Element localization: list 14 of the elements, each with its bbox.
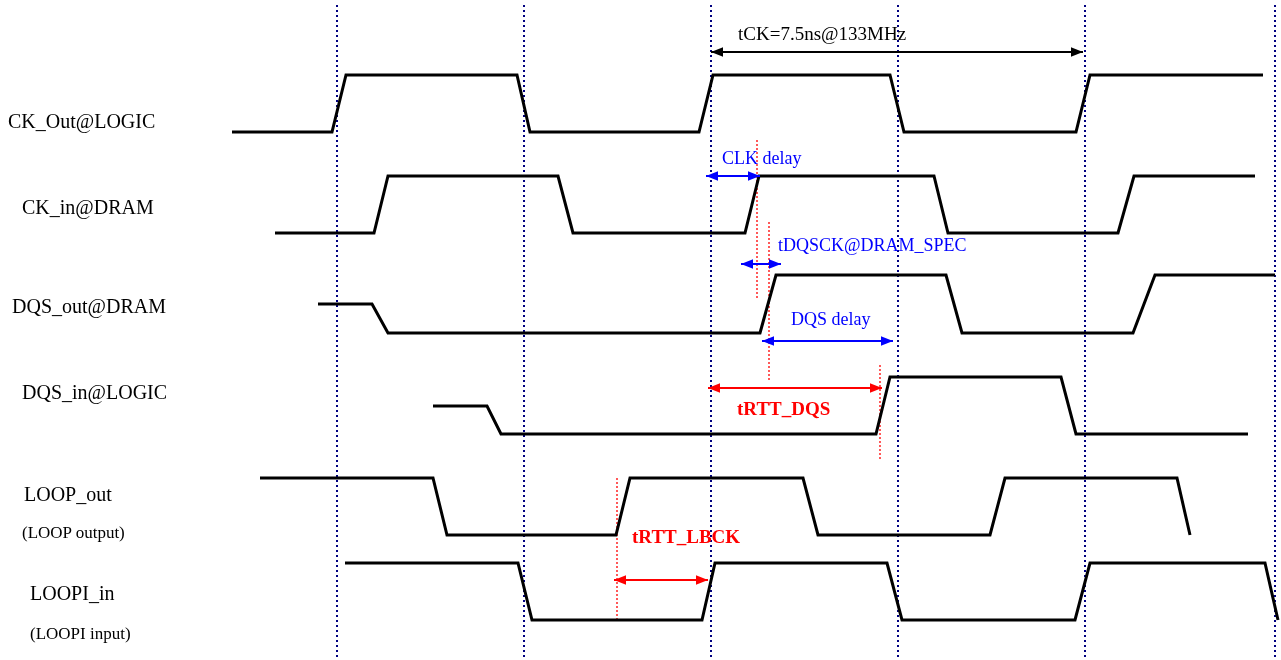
timing-label: tRTT_LBCK [632,526,741,548]
signal-name: LOOPI_in [30,582,115,604]
signal-name: CK_Out@LOGIC [8,110,156,132]
timing-label: tCK=7.5ns@133MHz [738,23,907,45]
timing-label: tRTT_DQS [737,398,831,420]
signal-description: (LOOP output) [22,523,125,543]
signal-name: DQS_in@LOGIC [22,381,168,403]
timing-label: DQS delay [791,310,871,330]
signal-description: (LOOPI input) [30,624,131,644]
timing-label: CLK delay [722,149,802,169]
signal-name: LOOP_out [24,483,112,505]
timing-label: tDQSCK@DRAM_SPEC [778,236,967,256]
signal-name: CK_in@DRAM [22,196,154,218]
signal-name: DQS_out@DRAM [12,295,166,317]
